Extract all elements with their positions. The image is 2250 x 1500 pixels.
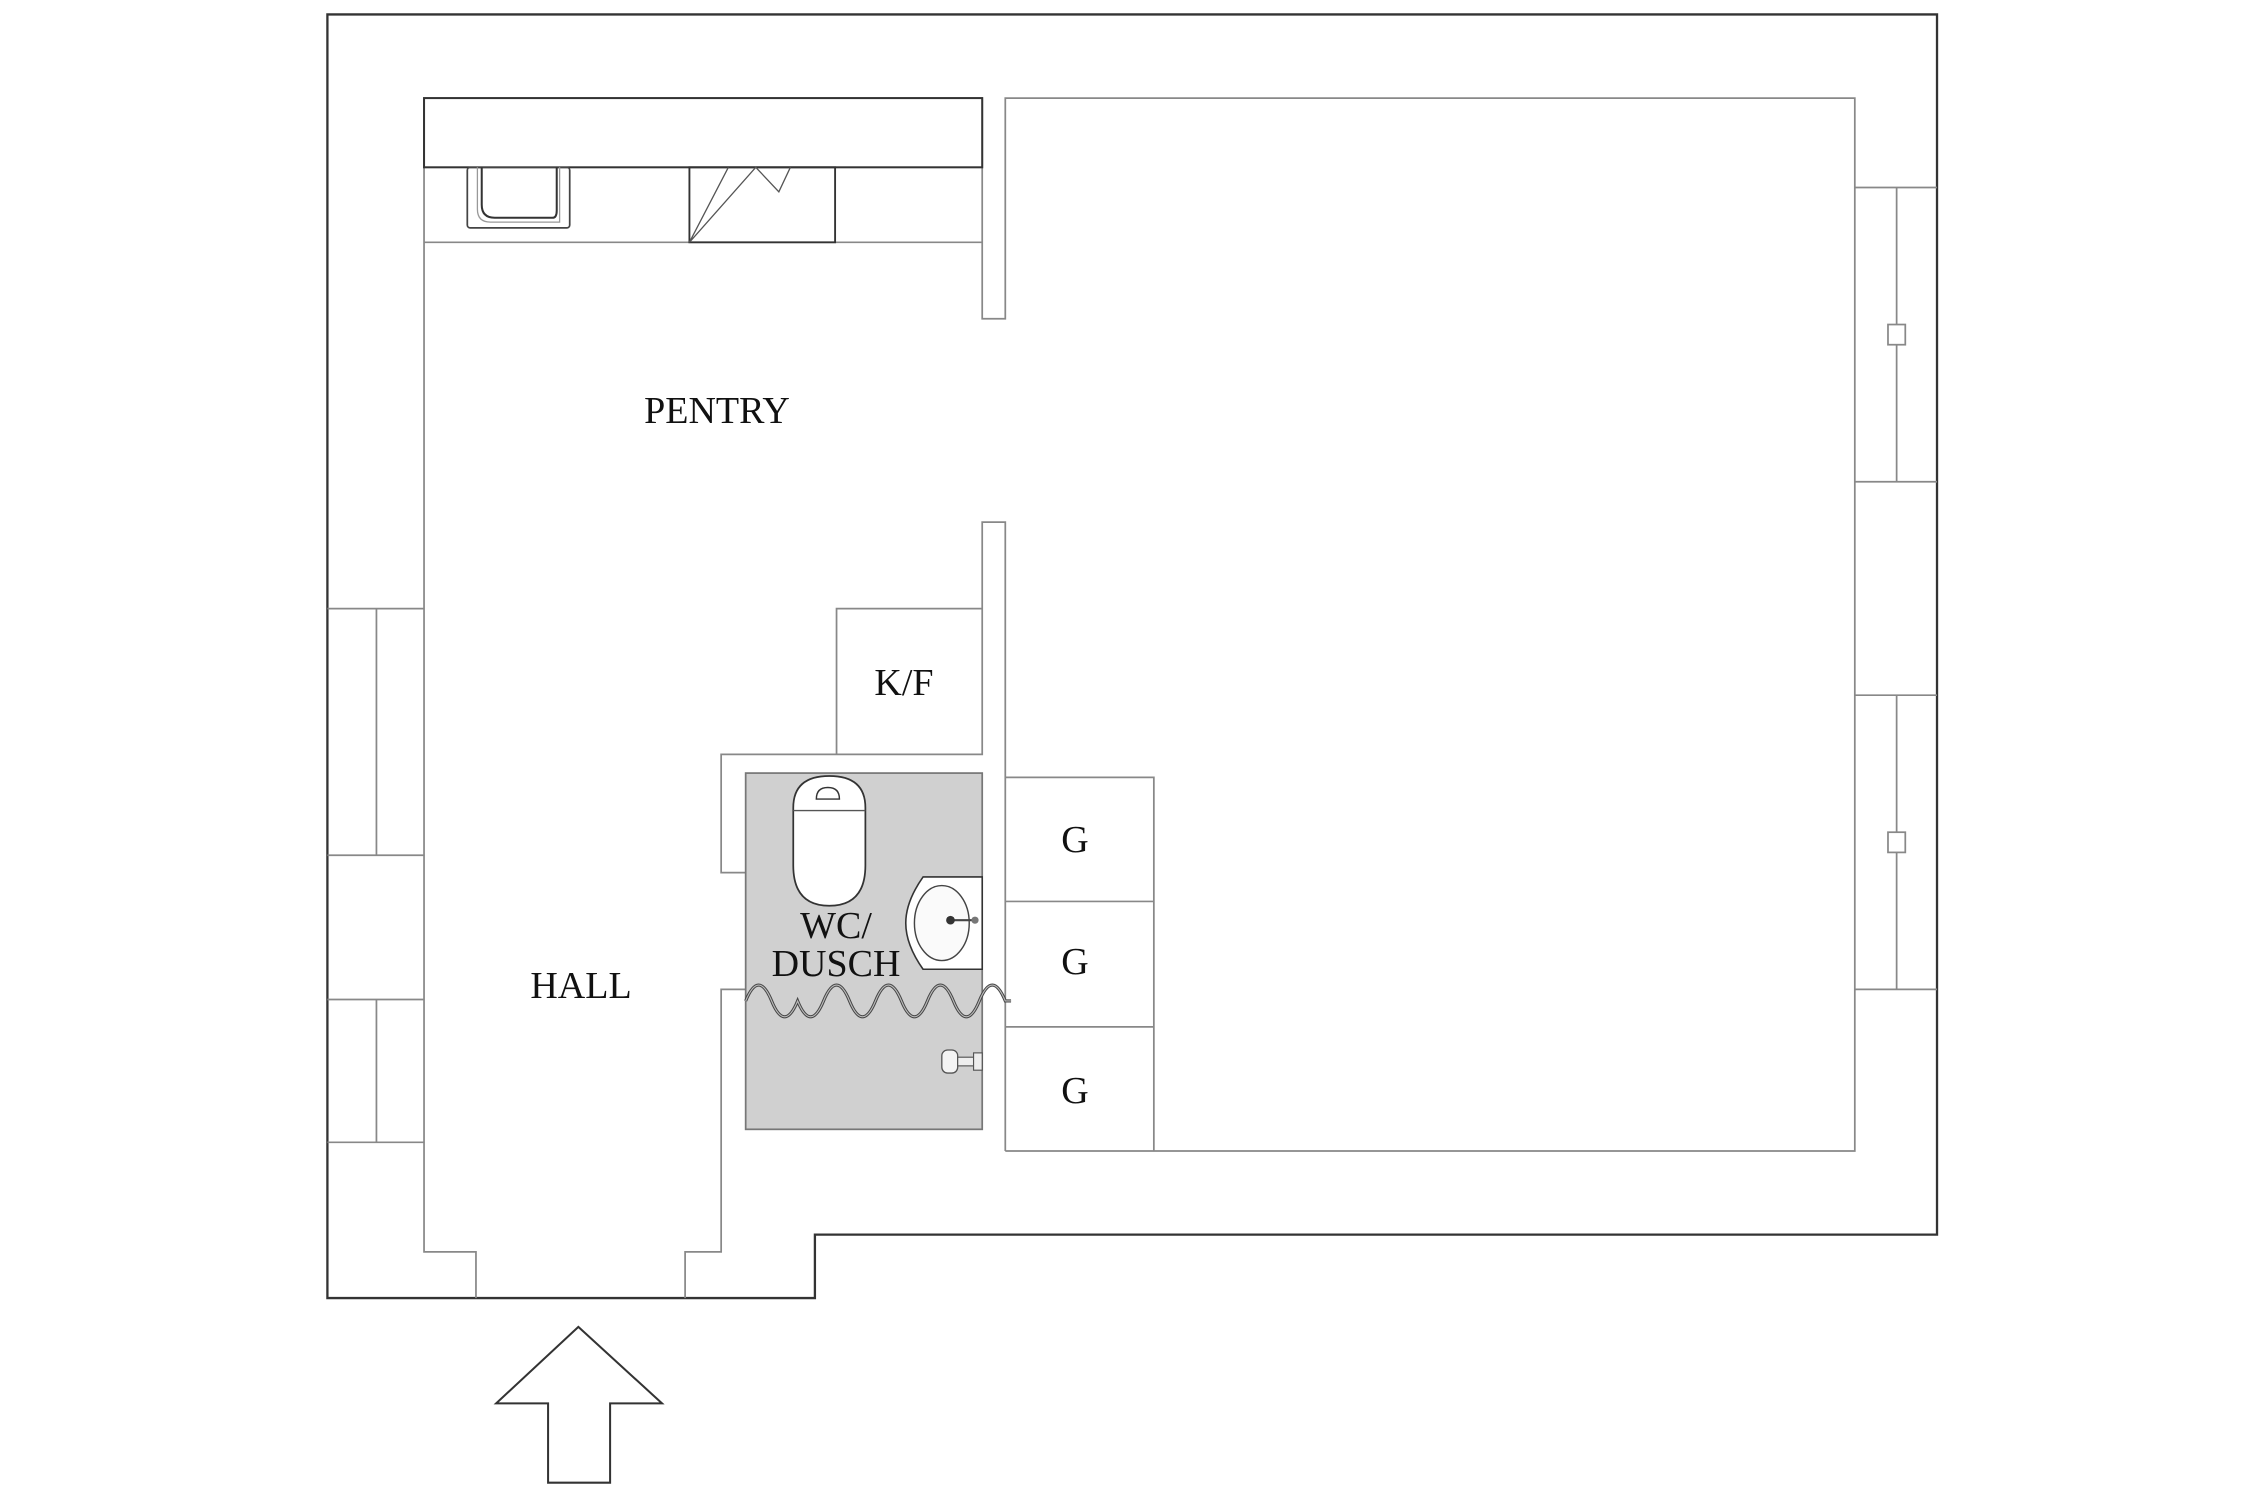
inner-wall-pentry-hall: [423, 98, 746, 1299]
room-label-kf: K/F: [874, 662, 934, 704]
wc-label-line2: DUSCH: [771, 943, 901, 985]
partition-upper: [981, 97, 1856, 1152]
stove-icon: [688, 166, 837, 244]
room-label-closet-2: G: [1061, 941, 1089, 983]
wash-basin-icon: [904, 876, 984, 971]
kf-closet: [835, 607, 983, 755]
kitchen-upper-cabinet: [423, 97, 984, 169]
right-window-upper: [1854, 186, 1938, 483]
closets: [1005, 776, 1155, 1151]
room-label-hall: HALL: [530, 965, 632, 1007]
left-window-upper: [327, 607, 425, 857]
wc-label-line1: WC/: [800, 905, 872, 947]
room-label-closet-1: G: [1061, 819, 1089, 861]
left-window-lower: [327, 998, 425, 1144]
room-label-wc-dusch: WC/ DUSCH: [772, 907, 901, 983]
toilet-icon: [792, 775, 867, 907]
entrance-arrow-icon: [493, 1325, 665, 1484]
outer-wall: [326, 13, 1939, 1300]
shower-head-icon: [941, 1049, 983, 1074]
inner-wall-bathroom-top: [720, 521, 1007, 1151]
room-label-closet-3: G: [1061, 1070, 1089, 1112]
kitchen-sink-icon: [466, 166, 571, 229]
room-label-pentry: PENTRY: [644, 390, 790, 432]
right-window-lower: [1854, 694, 1938, 991]
